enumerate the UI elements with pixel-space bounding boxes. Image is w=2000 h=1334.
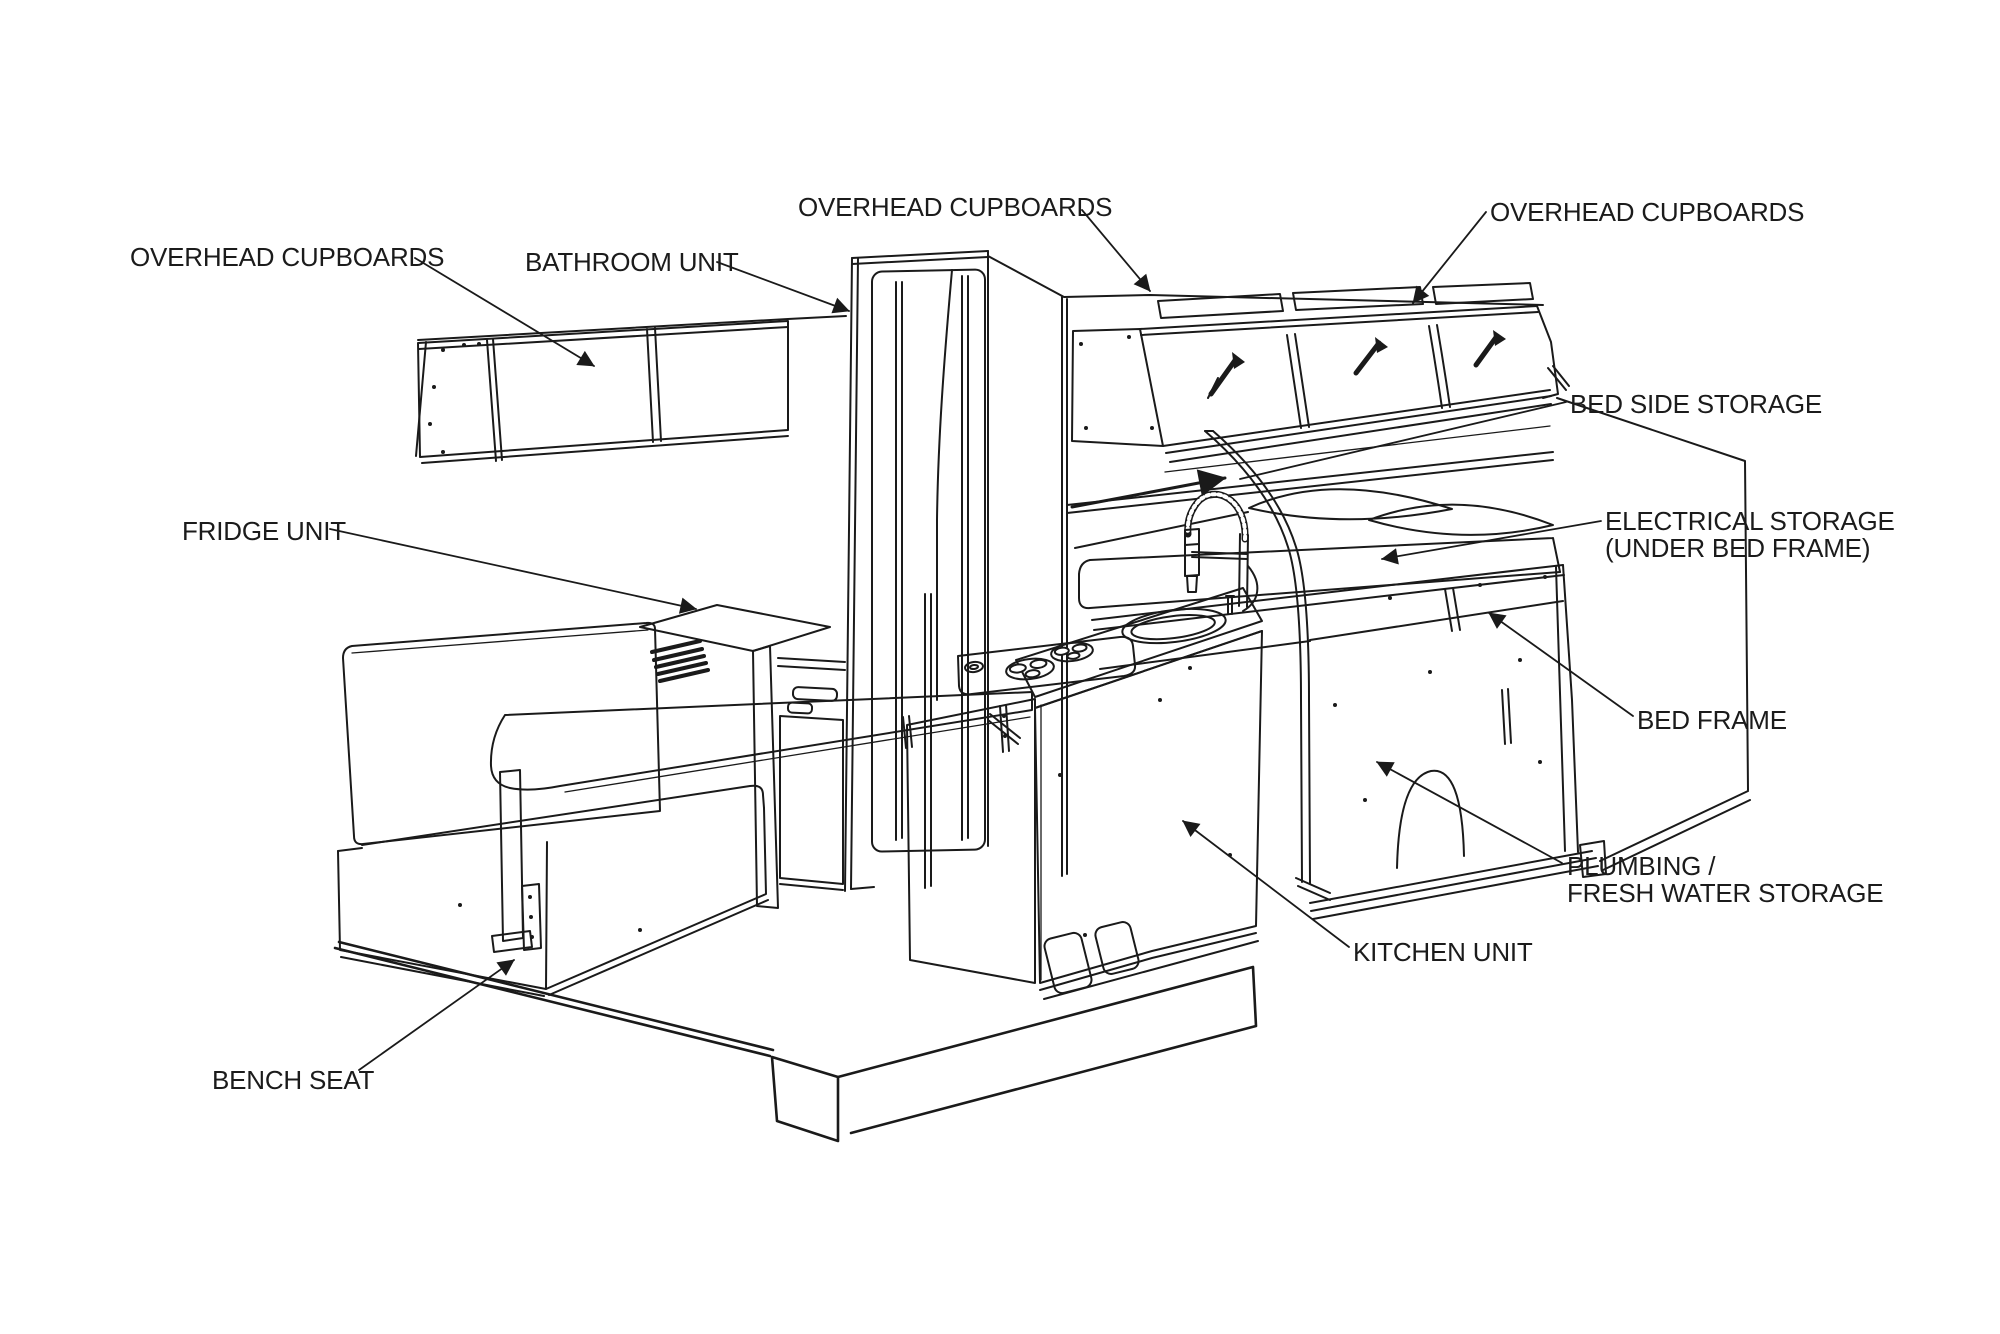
leader-bed-side-storage — [1240, 402, 1566, 479]
pillow-left — [1249, 489, 1452, 519]
leader-overhead-cupboards-right — [1413, 212, 1486, 303]
label-plumbing-line1: PLUMBING / — [1567, 851, 1716, 881]
label-bench-seat: BENCH SEAT — [212, 1065, 375, 1095]
label-fridge-unit: FRIDGE UNIT — [182, 516, 346, 546]
arrow-bed-side-storage — [1072, 469, 1225, 507]
van-right-wall — [1557, 398, 1750, 870]
leader-plumbing — [1377, 762, 1562, 863]
table-leg — [500, 770, 523, 941]
drawer-handle-slot — [793, 687, 838, 701]
leader-bed-frame — [1489, 613, 1633, 716]
fridge-vent-slats — [652, 641, 708, 681]
kitchen-unit-drawing — [907, 494, 1262, 999]
label-electrical-storage-line2: (UNDER BED FRAME) — [1605, 533, 1871, 563]
van-wall-top-rail — [418, 256, 1543, 340]
curved-divider-panel — [1205, 431, 1330, 900]
label-overhead-cupboards-left: OVERHEAD CUPBOARDS — [130, 242, 445, 272]
label-bed-side-storage: BED SIDE STORAGE — [1570, 389, 1823, 419]
label-plumbing-line2: FRESH WATER STORAGE — [1567, 878, 1884, 908]
wheel-arch-cutout — [1397, 771, 1464, 868]
label-overhead-cupboards-right: OVERHEAD CUPBOARDS — [1490, 197, 1805, 227]
bed-mattress-drawing — [1075, 489, 1560, 608]
leader-fridge-unit — [330, 529, 696, 614]
overhead-cupboards-left-drawing — [416, 321, 788, 463]
label-electrical-storage-line1: ELECTRICAL STORAGE — [1605, 506, 1895, 536]
base-slot-opening — [1043, 931, 1093, 995]
label-overhead-cupboards-middle: OVERHEAD CUPBOARDS — [798, 192, 1113, 222]
leader-overhead-cupboards-middle — [1082, 210, 1150, 291]
base-slot-opening — [1094, 920, 1141, 975]
leader-bench-seat — [359, 960, 514, 1070]
leader-overhead-cupboards-left — [415, 258, 594, 366]
label-bed-frame: BED FRAME — [1637, 705, 1787, 735]
hob — [958, 637, 1135, 694]
table-worktop-drawing — [491, 692, 1032, 952]
overhead-cupboards-right-drawing — [1072, 283, 1569, 462]
sink — [1120, 604, 1227, 648]
screw-dots — [428, 342, 481, 454]
leader-lines — [330, 210, 1633, 1070]
fridge-unit-drawing — [640, 605, 845, 908]
bed-frame-drawing — [1092, 565, 1606, 919]
hob-knob — [964, 661, 983, 673]
label-bathroom-unit: BATHROOM UNIT — [525, 247, 739, 277]
bathroom-unit-drawing — [845, 251, 1067, 891]
bench-seat-drawing — [338, 623, 768, 996]
bed-side-storage-drawing — [1067, 426, 1553, 513]
pillow-right — [1369, 505, 1553, 535]
gas-struts — [1208, 330, 1506, 398]
tap-faucet — [1185, 494, 1257, 614]
floor-drawing — [335, 942, 1256, 1141]
label-kitchen-unit: KITCHEN UNIT — [1353, 937, 1533, 967]
leader-bathroom-unit — [717, 262, 849, 314]
bench-cushion — [362, 786, 764, 845]
leader-kitchen-unit — [1183, 821, 1349, 947]
drawer-handle-slot — [788, 702, 812, 713]
leader-electrical-storage — [1382, 521, 1601, 565]
